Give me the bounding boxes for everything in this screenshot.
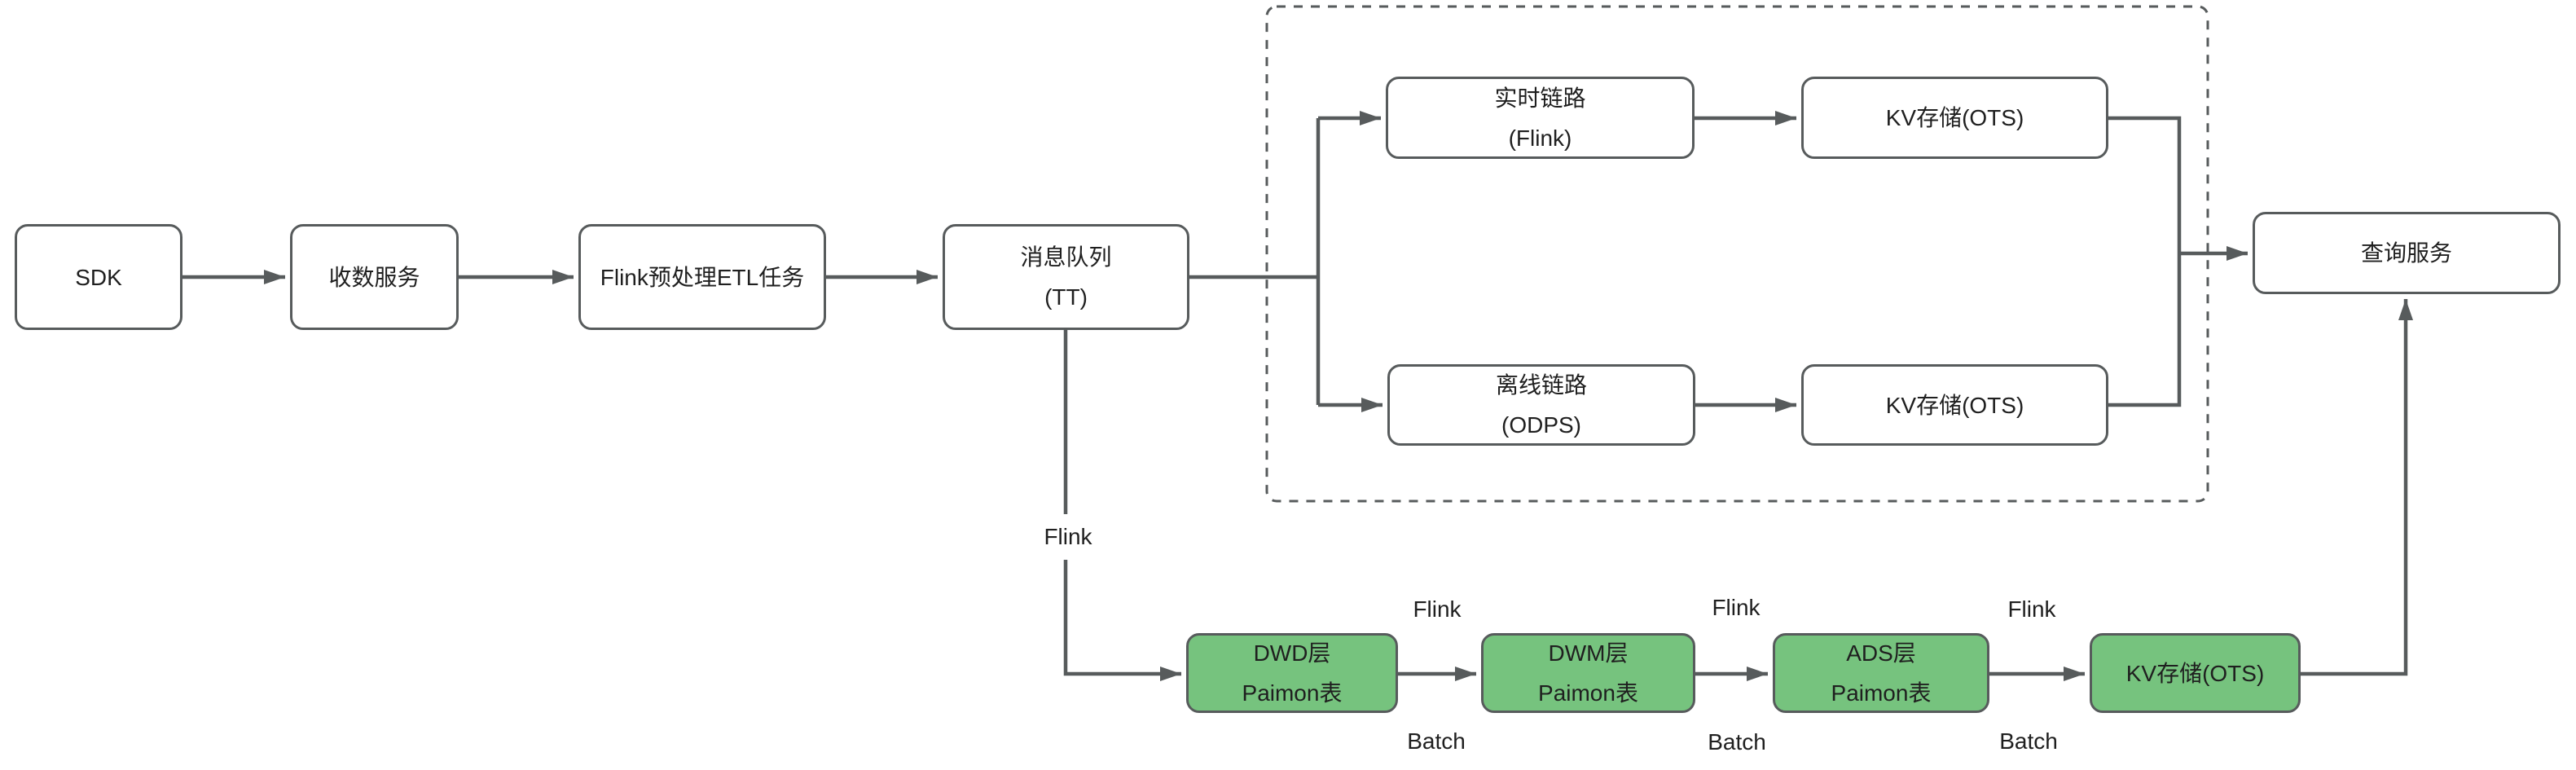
node-label: Paimon表	[1538, 680, 1638, 706]
node-label: (ODPS)	[1501, 412, 1581, 438]
node-label: Paimon表	[1831, 680, 1932, 706]
node-label: KV存储(OTS)	[2125, 660, 2265, 686]
node-ingest-service: 收数服务	[290, 224, 459, 330]
node-ads-paimon: ADS层 Paimon表	[1773, 633, 1989, 713]
edge-mq-to-dwd	[1063, 330, 1181, 681]
node-label: 离线链路	[1495, 372, 1587, 398]
node-offline-link: 离线链路 (ODPS)	[1387, 364, 1695, 446]
node-label: KV存储(OTS)	[1885, 392, 2024, 418]
edges-layer	[182, 111, 2413, 681]
node-label: ADS层	[1846, 640, 1916, 666]
label-flink-dwm-ads: Flink	[1712, 595, 1761, 620]
node-label: 消息队列	[1020, 244, 1112, 270]
node-label: Flink预处理ETL任务	[600, 264, 805, 290]
label-batch-dwm-ads: Batch	[1708, 729, 1766, 755]
node-label: (TT)	[1044, 284, 1088, 310]
edge-kvgreen-to-query	[2301, 299, 2413, 676]
label-flink-dwd-dwm: Flink	[1413, 596, 1462, 622]
node-dwd-paimon: DWD层 Paimon表	[1186, 633, 1398, 713]
node-label: DWD层	[1253, 640, 1331, 666]
node-label: 收数服务	[328, 264, 420, 290]
node-label: DWM层	[1548, 640, 1629, 666]
node-sdk: SDK	[15, 224, 182, 330]
node-kv-ots-paimon: KV存储(OTS)	[2090, 633, 2301, 713]
label-batch-dwd-dwm: Batch	[1407, 728, 1466, 754]
node-label: 查询服务	[2360, 240, 2452, 266]
dashed-group-box	[1265, 5, 2209, 503]
node-label: SDK	[75, 264, 122, 290]
node-query-service: 查询服务	[2253, 212, 2561, 294]
edge-kv-merge	[2108, 116, 2182, 407]
node-realtime-link: 实时链路 (Flink)	[1386, 77, 1695, 159]
node-kv-ots-realtime: KV存储(OTS)	[1801, 77, 2108, 159]
node-flink-etl: Flink预处理ETL任务	[578, 224, 826, 330]
node-dwm-paimon: DWM层 Paimon表	[1481, 633, 1695, 713]
label-batch-ads-kv: Batch	[1999, 728, 2058, 754]
label-flink-ads-kv: Flink	[2007, 596, 2056, 622]
label-flink-mq-dwd: Flink	[1037, 514, 1099, 560]
node-kv-ots-offline: KV存储(OTS)	[1801, 364, 2108, 446]
node-label: Paimon表	[1242, 680, 1343, 706]
node-label: (Flink)	[1508, 125, 1572, 151]
node-label: KV存储(OTS)	[1885, 105, 2024, 130]
node-message-queue: 消息队列 (TT)	[943, 224, 1189, 330]
node-label: 实时链路	[1494, 85, 1586, 111]
